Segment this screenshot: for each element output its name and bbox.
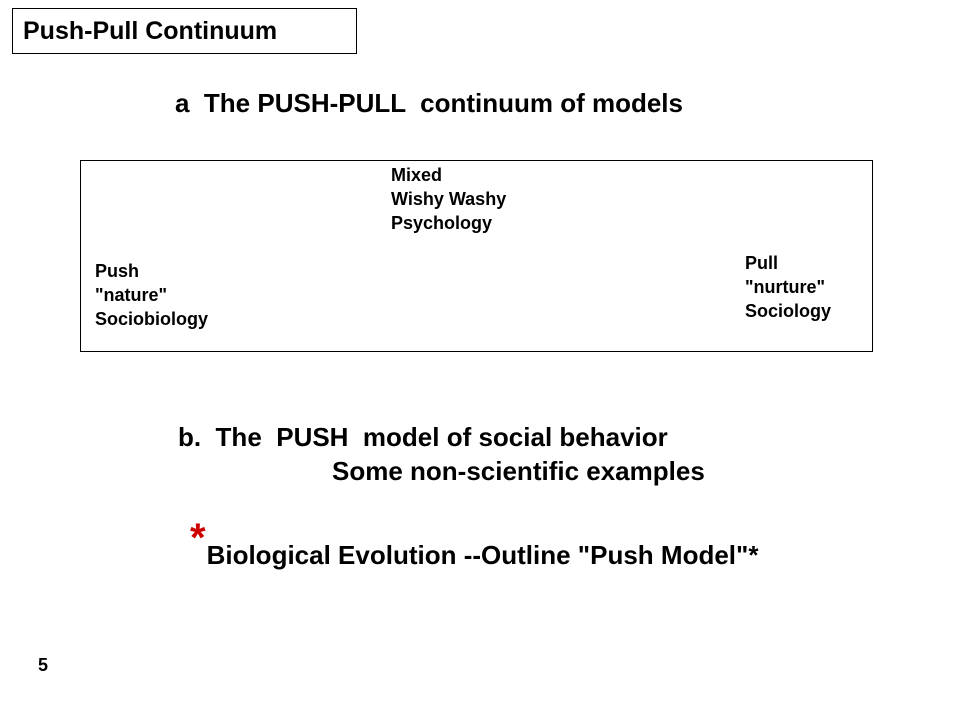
bio-evolution-link[interactable]: *Biological Evolution --Outline "Push Mo… [190, 516, 759, 580]
mixed-line-1: Mixed [391, 165, 443, 185]
pull-line-2: "nurture" [745, 277, 826, 297]
page-number: 5 [38, 655, 49, 675]
pull-line-1: Pull [745, 253, 779, 273]
slide-title: Push-Pull Continuum [12, 8, 357, 54]
heading-b-line-2: Some non-scientific examples [332, 456, 705, 486]
push-line-2: "nature" [95, 285, 168, 305]
push-line-3: Sociobiology [95, 309, 209, 329]
continuum-push: Push "nature" Sociobiology [95, 259, 208, 331]
push-line-1: Push [95, 261, 140, 281]
heading-a: a The PUSH-PULL continuum of models [175, 88, 683, 118]
continuum-mixed: Mixed Wishy Washy Psychology [391, 163, 506, 235]
continuum-box: Mixed Wishy Washy Psychology Push "natur… [80, 160, 873, 352]
heading-b-line-1: b. The PUSH model of social behavior [178, 422, 668, 452]
continuum-pull: Pull "nurture" Sociology [745, 251, 831, 323]
red-star-marker: * [190, 516, 206, 560]
mixed-line-2: Wishy Washy [391, 189, 507, 209]
pull-line-3: Sociology [745, 301, 832, 321]
bio-evolution-text: Biological Evolution --Outline "Push Mod… [206, 540, 759, 570]
mixed-line-3: Psychology [391, 213, 493, 233]
